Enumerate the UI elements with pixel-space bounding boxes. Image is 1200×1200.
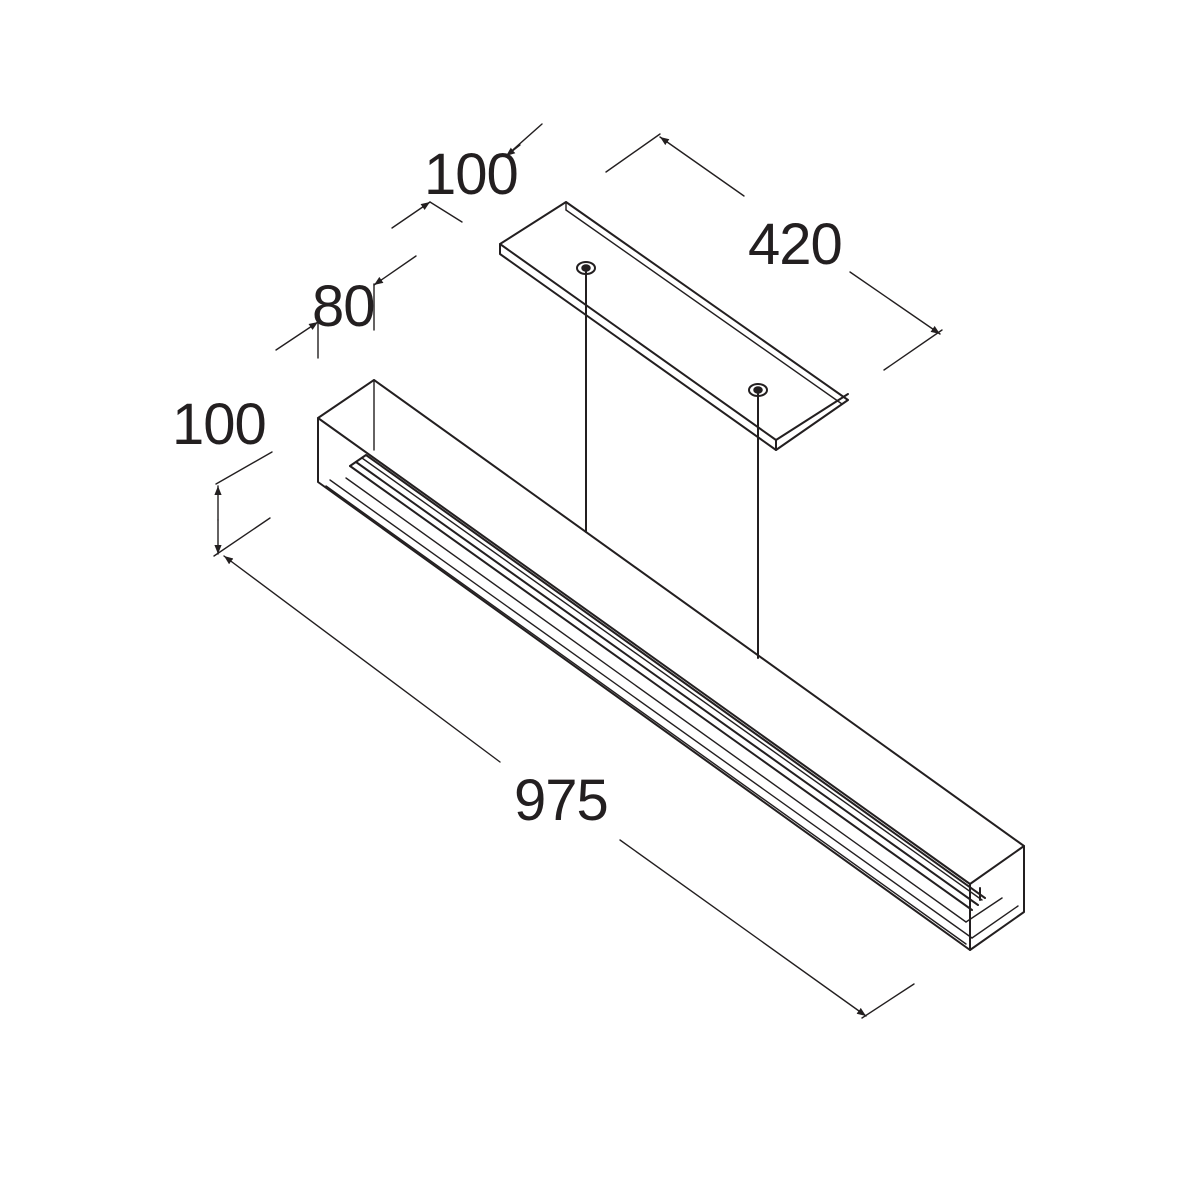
dimension-canopy-width: 100 (391, 123, 543, 229)
dimension-body-length: 975 (223, 555, 915, 1019)
dim-label-body-width: 80 (312, 274, 375, 339)
dimension-body-width: 80 (275, 255, 417, 359)
dim-label-body-height: 100 (172, 392, 266, 457)
luminaire-body (317, 379, 1025, 951)
dimension-canopy-length: 420 (605, 133, 943, 371)
dimension-body-height: 100 (172, 392, 273, 557)
ceiling-canopy (499, 201, 849, 451)
dim-label-canopy-length: 420 (748, 212, 842, 277)
dim-label-canopy-width: 100 (424, 142, 518, 207)
suspension-cables (585, 271, 759, 659)
dim-label-body-length: 975 (514, 768, 608, 833)
